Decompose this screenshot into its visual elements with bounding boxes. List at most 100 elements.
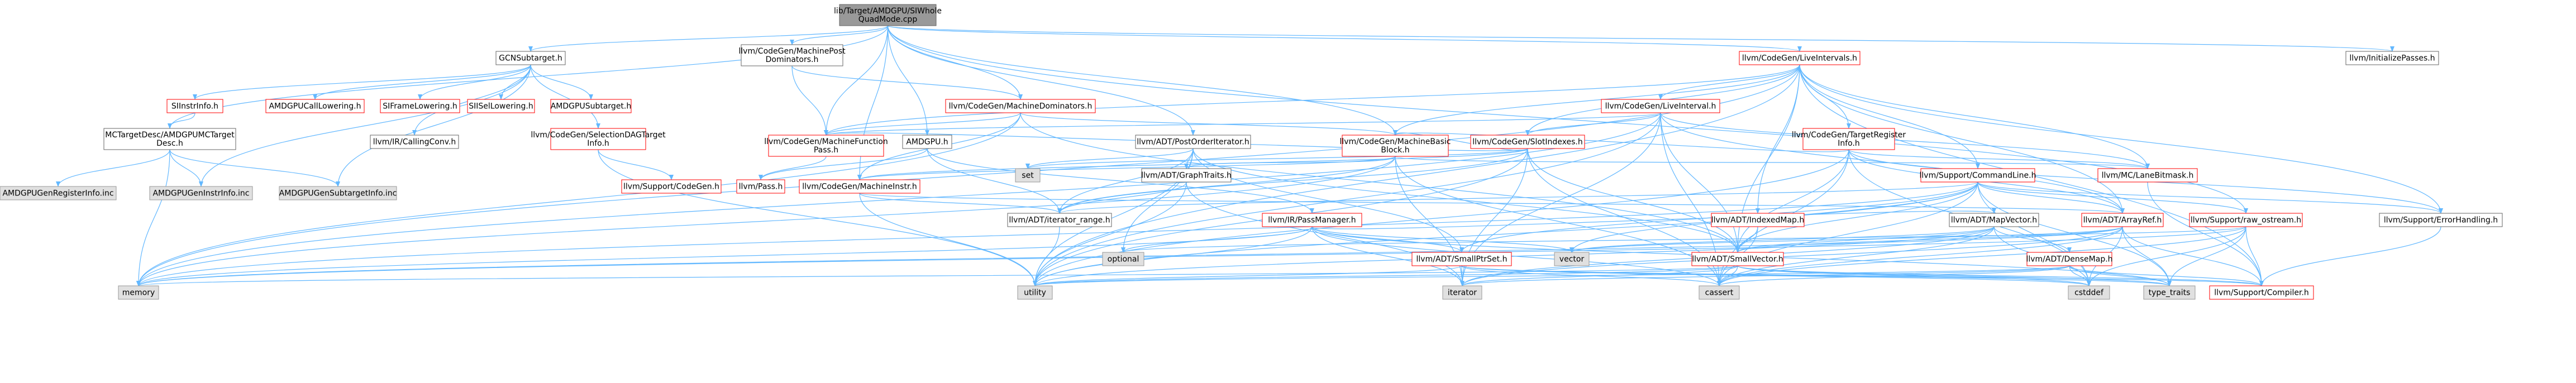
node-label-cassert: cassert [1705, 289, 1734, 298]
node-siinstr[interactable]: SIInstrInfo.h [166, 99, 223, 113]
node-set[interactable]: set [1015, 168, 1041, 183]
edge-root-to-amdgpu [887, 25, 929, 136]
node-box-callconv [370, 135, 459, 149]
node-smallptr[interactable]: llvm/ADT/SmallPtrSet.h [1411, 252, 1512, 266]
node-mapvec[interactable]: llvm/ADT/MapVector.h [1949, 213, 2039, 227]
node-label-reginfo: AMDGPUGenRegisterInfo.inc [2, 189, 113, 198]
node-rawos[interactable]: llvm/Support/raw_ostream.h [2189, 213, 2303, 227]
node-label-mcdesc: Desc.h [156, 139, 183, 148]
nodes-layer: lib/Target/AMDGPU/SIWholeQuadMode.cppGCN… [0, 4, 2503, 300]
node-label-mdom: llvm/CodeGen/MachineDominators.h [949, 102, 1093, 111]
node-subinfo[interactable]: AMDGPUGenSubtargetInfo.inc [279, 186, 397, 200]
node-utility[interactable]: utility [1017, 285, 1053, 300]
edge-lint-to-utility [1033, 64, 1800, 286]
node-gcn[interactable]: GCNSubtarget.h [495, 51, 566, 65]
edge-mbb-to-graphtr [1184, 156, 1396, 169]
node-densemap[interactable]: llvm/ADT/DenseMap.h [2026, 252, 2113, 266]
node-box-compiler [2209, 285, 2314, 300]
node-siframe[interactable]: SIFrameLowering.h [380, 99, 460, 113]
node-cassert[interactable]: cassert [1699, 285, 1740, 300]
node-label-instinfo: AMDGPUGenInstrInfo.inc [152, 189, 249, 198]
node-label-minstr: llvm/CodeGen/MachineInstr.h [802, 183, 917, 192]
node-memory[interactable]: memory [118, 285, 159, 300]
node-typetraits[interactable]: type_traits [2143, 285, 2196, 300]
edge-mbb-to-memory [136, 156, 1396, 286]
node-amdcall[interactable]: AMDGPUCallLowering.h [265, 99, 365, 113]
node-iterator[interactable]: iterator [1442, 285, 1482, 300]
edge-cmdline-to-smallvec [1735, 181, 1978, 253]
edge-densemap-to-cstddef [2069, 265, 2091, 286]
edge-postord-to-smallptr [1192, 148, 1464, 253]
node-lanemask[interactable]: llvm/MC/LaneBitmask.h [2097, 168, 2198, 183]
node-box-iterator [1442, 285, 1482, 300]
node-amdgpu[interactable]: AMDGPU.h [902, 135, 952, 149]
node-passmgr[interactable]: llvm/IR/PassManager.h [1262, 213, 1362, 227]
node-optional[interactable]: optional [1102, 252, 1144, 266]
edge-cmdline-to-rawos [1977, 181, 2248, 214]
edge-lival-to-smallvec [1660, 112, 1740, 253]
node-codegen[interactable]: llvm/Support/CodeGen.h [621, 179, 722, 194]
node-arrayref[interactable]: llvm/ADT/ArrayRef.h [2081, 213, 2164, 227]
edge-root-to-rawos [887, 25, 2248, 214]
node-box-mapvec [1949, 213, 2039, 227]
node-amdsub[interactable]: AMDGPUSubtarget.h [550, 99, 632, 113]
node-lival[interactable]: llvm/CodeGen/LiveInterval.h [1601, 99, 1720, 113]
node-vector[interactable]: vector [1554, 252, 1590, 266]
node-box-indexedmap [1711, 213, 1805, 227]
node-box-graphtr [1141, 168, 1232, 183]
node-pass[interactable]: llvm/Pass.h [736, 179, 785, 194]
node-initp[interactable]: llvm/InitializePasses.h [2345, 51, 2439, 65]
edge-densemap-to-compiler [2069, 265, 2264, 286]
node-box-errh [2379, 213, 2503, 227]
edge-lival-to-utility [1033, 112, 1661, 286]
node-lint[interactable]: llvm/CodeGen/LiveIntervals.h [1739, 51, 1861, 65]
node-box-mfdom [741, 44, 843, 66]
node-sisel[interactable]: SIISelLowering.h [467, 99, 535, 113]
edge-minstr-to-utility [859, 193, 1037, 286]
node-callconv[interactable]: llvm/IR/CallingConv.h [370, 135, 459, 149]
edge-densemap-to-iterator [1460, 265, 2070, 286]
edge-rawos-to-compiler [2245, 226, 2264, 286]
edge-graphtr-to-iterrange [1057, 181, 1187, 214]
edge-mfdom-to-mfpass [791, 65, 828, 136]
node-postord[interactable]: llvm/ADT/PostOrderIterator.h [1135, 135, 1251, 149]
node-indexedmap[interactable]: llvm/ADT/IndexedMap.h [1711, 213, 1805, 227]
node-label-subinfo: AMDGPUGenSubtargetInfo.inc [279, 189, 397, 198]
node-box-typetraits [2143, 285, 2196, 300]
edge-lival-to-slotidx [1525, 112, 1661, 136]
node-label-optional: optional [1108, 255, 1139, 264]
node-instinfo[interactable]: AMDGPUGenInstrInfo.inc [149, 186, 253, 200]
node-graphtr[interactable]: llvm/ADT/GraphTraits.h [1141, 168, 1232, 183]
node-box-sisel [467, 99, 535, 113]
node-box-utility [1017, 285, 1053, 300]
node-box-seldag [550, 128, 646, 150]
node-label-mapvec: llvm/ADT/MapVector.h [1951, 216, 2037, 225]
node-label-utility: utility [1024, 289, 1046, 298]
edge-mcdesc-to-subinfo [169, 149, 340, 187]
edge-root-to-gcn [528, 25, 889, 52]
edge-smallvec-to-typetraits [1737, 265, 2172, 286]
node-box-arrayref [2081, 213, 2164, 227]
node-box-mbb [1342, 135, 1449, 157]
node-box-amdsub [550, 99, 632, 113]
node-cstddef[interactable]: cstddef [2068, 285, 2110, 300]
node-minstr[interactable]: llvm/CodeGen/MachineInstr.h [799, 179, 920, 194]
edges-layer [56, 25, 2443, 286]
node-cmdline[interactable]: llvm/Support/CommandLine.h [1920, 168, 2036, 183]
node-reginfo[interactable]: AMDGPUGenRegisterInfo.inc [0, 186, 117, 200]
edge-smallvec-to-cstddef [1737, 265, 2091, 286]
edge-postord-to-set [1025, 148, 1194, 169]
node-compiler[interactable]: llvm/Support/Compiler.h [2209, 285, 2314, 300]
node-mdom[interactable]: llvm/CodeGen/MachineDominators.h [945, 99, 1096, 113]
node-slotidx[interactable]: llvm/CodeGen/SlotIndexes.h [1470, 135, 1585, 149]
node-iterrange[interactable]: llvm/ADT/iterator_range.h [1007, 213, 1112, 227]
node-errh[interactable]: llvm/Support/ErrorHandling.h [2379, 213, 2503, 227]
node-smallvec[interactable]: llvm/ADT/SmallVector.h [1691, 252, 1784, 266]
